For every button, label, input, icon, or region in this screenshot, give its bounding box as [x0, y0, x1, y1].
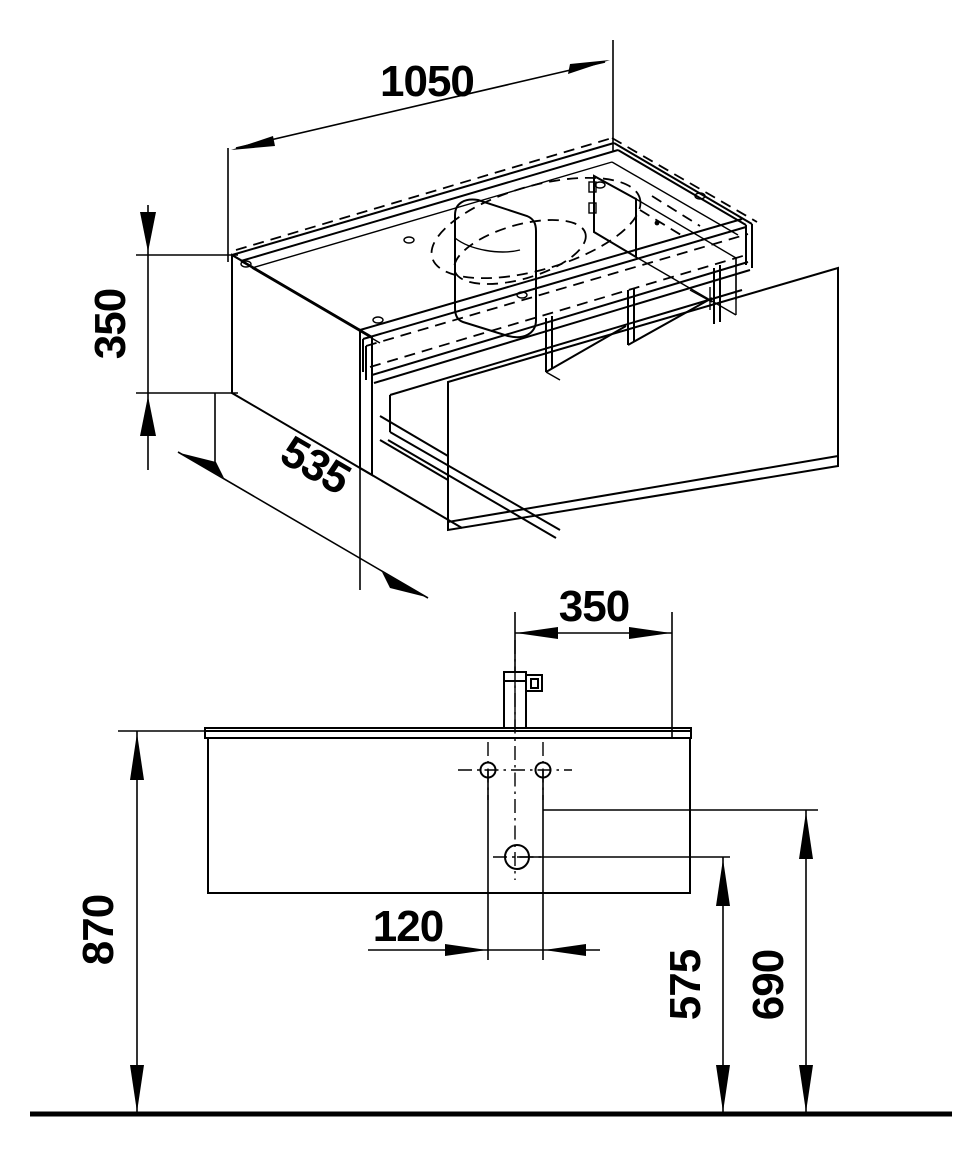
frame-screw-hole-6 [516, 291, 528, 299]
drawer-box-left-front2 [387, 439, 557, 539]
frame-inner-left [251, 267, 381, 344]
dimension-690: 690 [543, 809, 818, 1114]
dimension-575: 575 [517, 856, 730, 1114]
front-elevation-view: 350 870 120 575 [30, 582, 952, 1117]
mounting-hole-upper-left [479, 761, 497, 779]
arrow-535-upper [180, 453, 224, 478]
arrow-535-lower [382, 572, 426, 597]
interior-back-edge [635, 198, 737, 259]
arrow-350-bottom [140, 396, 156, 436]
dimension-label-690: 690 [744, 950, 793, 1020]
top-front-rail-lower [362, 226, 747, 340]
top-right-rail-upper [613, 142, 753, 225]
bracket-slot-1 [588, 181, 597, 193]
arrow-870-top [130, 733, 144, 780]
dimension-350-tap: 350 [514, 582, 673, 738]
top-front-rail-upper [359, 218, 743, 331]
top-front-rail-hidden [365, 233, 749, 347]
left-panel-bottom [359, 467, 373, 476]
siphon-cover-front-curve [454, 237, 521, 253]
drawer-box-left-front [389, 431, 561, 531]
mid-rail-lower [373, 269, 751, 384]
mid-rail-hidden [369, 254, 747, 368]
mid-rail-upper [371, 261, 749, 376]
dimension-label-870: 870 [74, 895, 123, 965]
drawer-inner-bottom-a [545, 371, 561, 381]
arrow-1050-right [568, 60, 610, 74]
dimension-120: 120 [368, 902, 600, 956]
drawer-base-left [379, 415, 449, 457]
arrow-350-tap-left [516, 627, 558, 639]
frame-screw-hole-3 [240, 260, 252, 268]
frame-screw-hole-4 [372, 316, 384, 324]
bracket-slot-2 [588, 202, 597, 214]
arrow-120-right [544, 944, 586, 956]
faucet-lever-inner [530, 678, 539, 689]
countertop-slab [204, 727, 692, 739]
dimension-870: 870 [74, 730, 212, 1114]
dimline-1050 [235, 61, 606, 149]
dimension-label-1050: 1050 [380, 57, 474, 106]
mounting-hole-upper-right [534, 761, 552, 779]
divider-1-diagonal [627, 297, 713, 346]
basin-rim-hidden [430, 176, 642, 280]
cabinet-body-iso [231, 137, 758, 529]
arrow-350-top [140, 212, 156, 252]
siphon-cover [454, 198, 537, 339]
dimension-label-350-height: 350 [86, 289, 135, 359]
frame-screw-hole-5 [694, 192, 706, 200]
arrow-575-bottom [716, 1065, 730, 1112]
arrow-350-tap-right [629, 627, 671, 639]
dimension-label-575: 575 [661, 949, 710, 1020]
drawer-base-left2 [379, 439, 449, 481]
frame-screw-hole-1 [403, 236, 415, 244]
arrow-575-top [716, 859, 730, 906]
basin-hidden-edge-a [639, 209, 687, 239]
cabinet-body-elevation [207, 737, 691, 894]
dimension-1050: 1050 [227, 40, 614, 262]
basin-hidden-outline [430, 176, 701, 285]
top-rear-rail-lower [240, 149, 619, 262]
top-rear-rail-upper [231, 142, 615, 256]
basin-bowl-hidden [453, 219, 587, 285]
top-rear-rail-hidden [235, 137, 613, 251]
dimension-label-120: 120 [373, 902, 443, 951]
dimension-label-350-tap: 350 [559, 582, 629, 631]
drawer-front-thickness [447, 456, 839, 532]
drawer-back-top [389, 289, 743, 396]
drawer-assembly [379, 265, 839, 539]
dimension-350-height: 350 [86, 205, 238, 470]
arrow-690-bottom [799, 1065, 813, 1112]
frame-inner-right [611, 161, 739, 236]
arrow-690-top [799, 812, 813, 859]
arrow-870-bottom [130, 1065, 144, 1112]
bracket-top-edge [593, 175, 637, 200]
basin-hidden-edge-b [651, 195, 701, 227]
dimline-535 [177, 451, 429, 599]
arrow-120-left [445, 944, 487, 956]
top-right-rail-hidden [611, 137, 758, 223]
frame-inner-rear [251, 161, 613, 269]
top-right-rail-lower [617, 149, 747, 226]
arrow-1050-left [231, 136, 275, 150]
